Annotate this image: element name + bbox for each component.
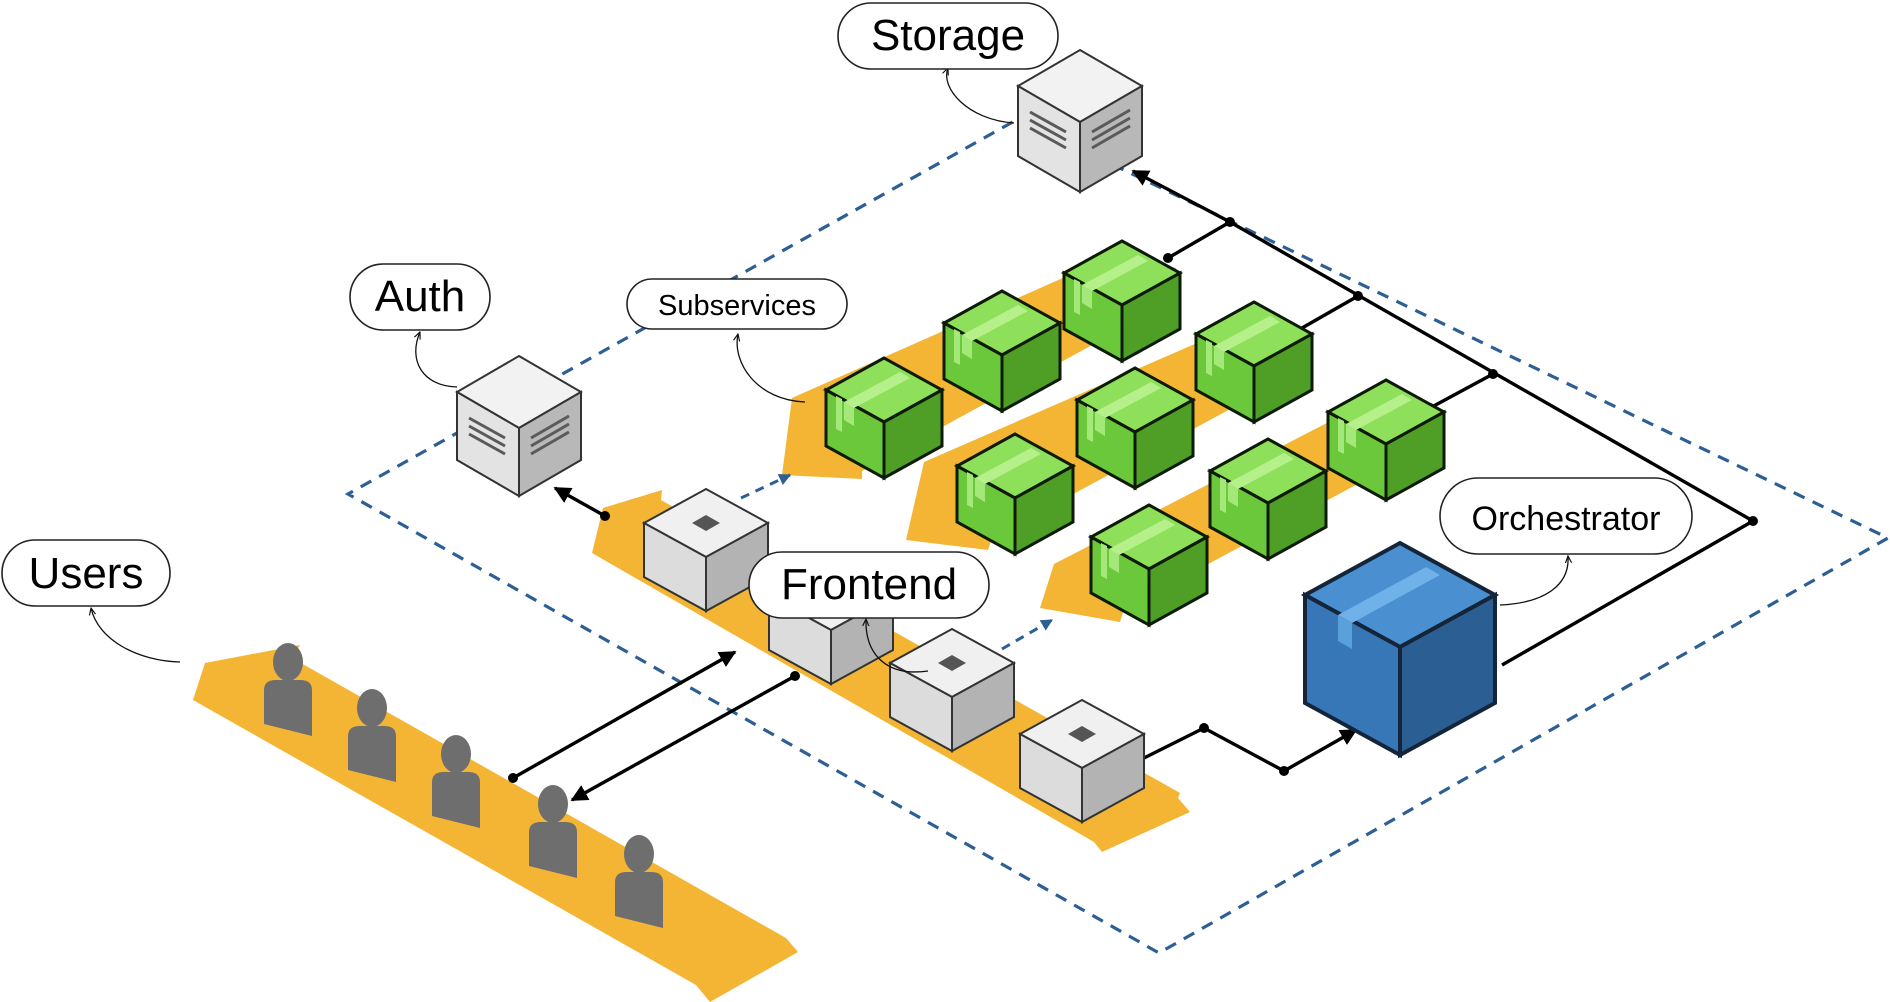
storage-server-icon: [1016, 48, 1144, 194]
user-person-icon: [432, 735, 480, 828]
network-boundary: [344, 117, 1890, 955]
frontend-server-icon: [641, 487, 771, 613]
frontend-server-icon: [887, 627, 1017, 753]
user-person-icon: [615, 835, 663, 928]
subservice-package-icon: [822, 356, 946, 481]
auth-label-bubble: Auth: [349, 263, 491, 331]
users-label-bubble: Users: [1, 539, 171, 607]
subservice-package-icon: [1324, 378, 1448, 503]
subservice-package-icon: [1087, 503, 1211, 628]
frontend-server-icon: [1017, 698, 1147, 824]
user-person-icon: [264, 643, 312, 736]
user-person-icon: [348, 689, 396, 782]
subservice-package-icon: [1192, 300, 1316, 425]
subservice-package-icon: [1073, 366, 1197, 491]
orchestrator-label: Orchestrator: [1472, 500, 1661, 538]
orchestrator-label-bubble: Orchestrator: [1439, 477, 1693, 555]
subservices-label: Subservices: [658, 290, 816, 322]
auth-label: Auth: [375, 272, 466, 321]
subservice-package-icon: [940, 289, 1064, 414]
auth-server-icon: [455, 354, 583, 498]
orchestrator-package-icon: [1300, 540, 1500, 759]
subservice-package-icon: [953, 432, 1077, 557]
storage-label-bubble: Storage: [837, 2, 1059, 70]
subservice-package-icon: [1206, 437, 1330, 562]
frontend-label: Frontend: [781, 560, 957, 609]
frontend-label-bubble: Frontend: [748, 551, 990, 619]
subservice-packages: [822, 239, 1448, 628]
users-group: [264, 643, 663, 928]
subservices-label-bubble: Subservices: [626, 278, 848, 330]
frontend-to-subservices-links: [740, 473, 1054, 651]
subservice-package-icon: [1060, 239, 1184, 364]
label-leaders: [91, 68, 1568, 673]
user-person-icon: [529, 785, 577, 878]
users-label: Users: [29, 549, 144, 598]
storage-label: Storage: [871, 11, 1025, 60]
